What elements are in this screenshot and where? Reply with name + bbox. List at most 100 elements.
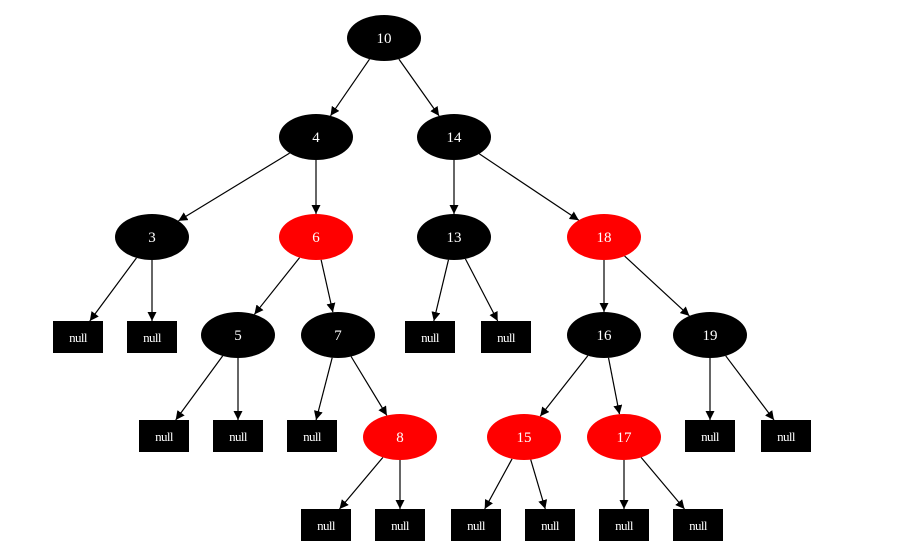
tree-node-4: 4 (279, 114, 353, 160)
edge-n14-n18 (478, 153, 580, 221)
null-leaf-label: null (689, 518, 708, 533)
null-leaf-box (405, 321, 455, 353)
null-leaf-null-8a: null (301, 509, 351, 541)
tree-node-5: 5 (201, 312, 275, 358)
null-leaf-null-5a: null (139, 420, 189, 452)
edge-n10-n14 (398, 58, 440, 117)
null-leaf-label: null (615, 518, 634, 533)
node-label: 10 (377, 31, 392, 47)
tree-node-7: 7 (301, 312, 375, 358)
tree-node-13: 13 (417, 214, 491, 260)
edge-n10-n4 (330, 58, 370, 117)
black-node-ellipse (567, 312, 641, 358)
null-leaf-label: null (421, 330, 440, 345)
null-leaf-box (375, 509, 425, 541)
node-label: 3 (148, 230, 156, 246)
black-node-ellipse (201, 312, 275, 358)
edge-n6-n5 (253, 257, 301, 315)
null-leaf-null-3b: null (127, 321, 177, 353)
edge-n3-null-3a (89, 257, 137, 322)
node-label: 17 (617, 430, 633, 446)
null-leaf-label: null (541, 518, 560, 533)
edges-layer (89, 58, 775, 510)
black-node-ellipse (673, 312, 747, 358)
red-node-ellipse (587, 414, 661, 460)
edge-n7-null-7a (313, 357, 333, 421)
null-leaf-null-15b: null (525, 509, 575, 541)
tree-node-18: 18 (567, 214, 641, 260)
edge-n4-n3 (178, 152, 290, 222)
node-label: 16 (597, 328, 613, 344)
edge-n8-null-8a (339, 457, 384, 510)
tree-node-19: 19 (673, 312, 747, 358)
null-leaf-box (127, 321, 177, 353)
null-leaf-box (287, 420, 337, 452)
edge-n15-null-15a (484, 458, 513, 510)
null-leaf-box (451, 509, 501, 541)
tree-node-17: 17 (587, 414, 661, 460)
black-node-ellipse (115, 214, 189, 260)
null-leaf-box (301, 509, 351, 541)
node-label: 18 (597, 230, 612, 246)
edge-n16-n17 (607, 357, 623, 415)
null-leaf-label: null (143, 330, 162, 345)
null-leaf-box (673, 509, 723, 541)
black-node-ellipse (301, 312, 375, 358)
null-leaf-null-17a: null (599, 509, 649, 541)
black-node-ellipse (417, 114, 491, 160)
edge-n16-n15 (539, 355, 589, 417)
node-label: 13 (447, 230, 462, 246)
red-node-ellipse (363, 414, 437, 460)
null-leaf-label: null (497, 330, 516, 345)
null-leaf-null-17b: null (673, 509, 723, 541)
tree-node-6: 6 (279, 214, 353, 260)
null-leaf-null-8b: null (375, 509, 425, 541)
null-leaf-box (213, 420, 263, 452)
tree-node-14: 14 (417, 114, 491, 160)
null-leaf-box (599, 509, 649, 541)
tree-node-15: 15 (487, 414, 561, 460)
edge-n13-null-13b (464, 258, 499, 322)
null-leaf-label: null (391, 518, 410, 533)
edge-n18-n19 (624, 255, 690, 317)
null-leaf-null-13b: null (481, 321, 531, 353)
null-leaf-box (481, 321, 531, 353)
edge-n19-null-19b (725, 355, 775, 421)
null-leaf-box (139, 420, 189, 452)
tree-node-8: 8 (363, 414, 437, 460)
null-leaf-null-19b: null (761, 420, 811, 452)
null-leaf-null-7a: null (287, 420, 337, 452)
null-leaf-null-15a: null (451, 509, 501, 541)
red-node-ellipse (279, 214, 353, 260)
node-label: 7 (334, 328, 342, 344)
black-node-ellipse (417, 214, 491, 260)
null-leaf-label: null (69, 330, 88, 345)
node-label: 8 (396, 430, 404, 446)
node-label: 14 (447, 130, 463, 146)
red-node-ellipse (487, 414, 561, 460)
null-leaf-box (53, 321, 103, 353)
black-node-ellipse (279, 114, 353, 160)
node-label: 4 (312, 130, 320, 146)
null-leaf-null-13a: null (405, 321, 455, 353)
edge-n15-null-15b (530, 459, 548, 510)
null-leaf-label: null (777, 429, 796, 444)
null-leaf-label: null (317, 518, 336, 533)
node-label: 19 (703, 328, 718, 344)
null-leaf-label: null (155, 429, 174, 444)
null-leaf-null-19a: null (685, 420, 735, 452)
null-leaf-label: null (229, 429, 248, 444)
edge-n13-null-13a (431, 259, 450, 322)
edge-n5-null-5a (175, 355, 224, 421)
node-label: 15 (517, 430, 532, 446)
null-leaf-label: null (467, 518, 486, 533)
node-label: 5 (234, 328, 242, 344)
null-leaf-null-5b: null (213, 420, 263, 452)
null-leaf-label: null (701, 429, 720, 444)
black-node-ellipse (347, 15, 421, 61)
null-leaf-label: null (303, 429, 322, 444)
edge-n7-n8 (350, 356, 388, 416)
node-label: 6 (312, 230, 320, 246)
nodes-layer: 10 4 14 3 6 13 18 5 7 16 19 8 15 17 null null null null nu… (53, 15, 811, 541)
